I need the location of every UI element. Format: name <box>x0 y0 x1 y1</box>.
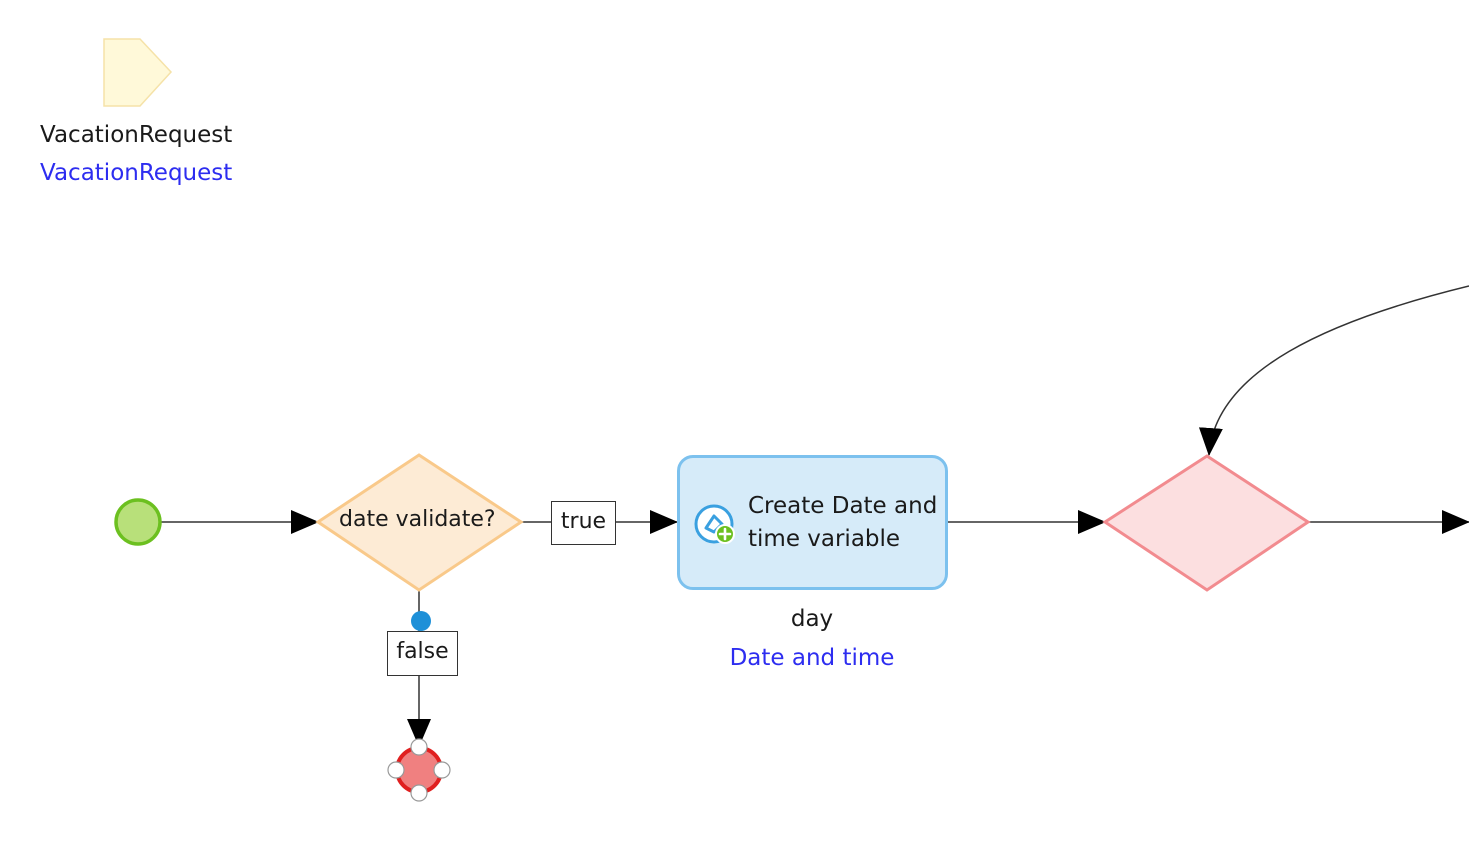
end-event[interactable] <box>387 738 451 802</box>
flow-loop-back-to-merge[interactable] <box>1198 285 1469 456</box>
create-variable-icon <box>694 504 735 544</box>
decision-label: date validate? <box>339 507 496 532</box>
sequence-flows <box>161 285 1469 747</box>
false-edge-label[interactable]: false <box>387 631 458 676</box>
resize-handle-bottom[interactable] <box>410 784 428 802</box>
decision-diamond[interactable] <box>315 453 524 592</box>
start-event[interactable] <box>114 498 162 546</box>
parameter-name: VacationRequest <box>40 122 233 148</box>
activity-label: Create Date and time variable <box>748 493 938 552</box>
resize-handle-top[interactable] <box>410 738 428 756</box>
resize-handle-left[interactable] <box>387 761 405 779</box>
variable-name: day <box>790 606 834 632</box>
connection-handle[interactable] <box>411 611 431 631</box>
true-edge-label[interactable]: true <box>551 501 616 545</box>
create-variable-activity[interactable]: Create Date and time variable <box>677 455 948 590</box>
variable-type: Date and time <box>729 645 895 671</box>
parameter-shape[interactable] <box>103 38 173 107</box>
parameter-type: VacationRequest <box>40 160 233 186</box>
resize-handle-right[interactable] <box>433 761 451 779</box>
merge-diamond[interactable] <box>1102 454 1311 592</box>
